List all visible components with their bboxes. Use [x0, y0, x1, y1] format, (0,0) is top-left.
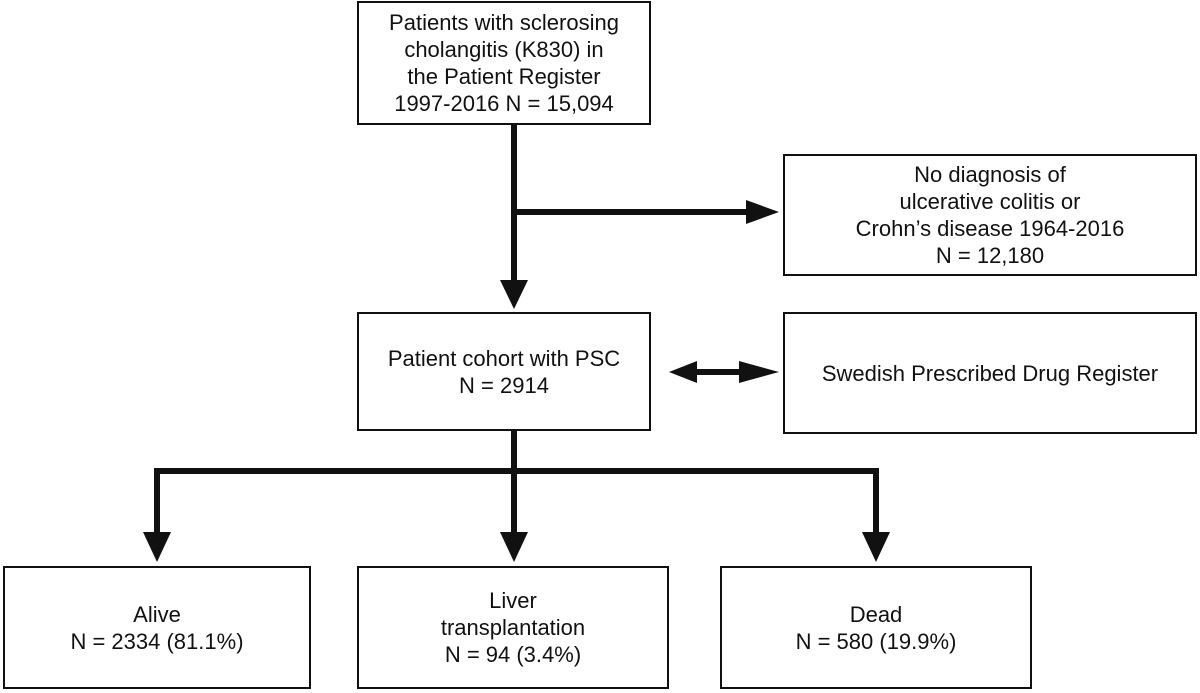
- alive-line-2: N = 2334 (81.1%): [70, 628, 244, 654]
- excluded-line-1: No diagnosis of: [914, 162, 1066, 187]
- arrowhead-cohort-left: [669, 361, 697, 383]
- arrowhead-dead: [862, 532, 890, 562]
- excluded-line-2: ulcerative colitis or: [899, 189, 1081, 214]
- source-line-3: the Patient Register: [407, 64, 601, 89]
- liver-line-3: N = 94 (3.4%): [444, 642, 582, 667]
- source-line-4: 1997-2016 N = 15,094: [394, 91, 614, 116]
- excluded-line-3: Crohn’s disease 1964-2016: [855, 216, 1125, 241]
- arrowhead-excluded: [746, 200, 779, 224]
- excluded-box: No diagnosis of ulcerative colitis or Cr…: [783, 154, 1197, 276]
- liver-line-1: Liver: [489, 588, 537, 613]
- dead-line-2: N = 580 (19.9%): [795, 628, 957, 654]
- liver-line-2: transplantation: [440, 615, 586, 640]
- liver-transplantation-box: Liver transplantation N = 94 (3.4%): [357, 566, 669, 689]
- cohort-line-2: N = 2914: [459, 372, 549, 398]
- source-line-2: cholangitis (K830) in: [404, 37, 604, 62]
- drug-register-box: Swedish Prescribed Drug Register: [783, 312, 1197, 434]
- psc-cohort-box: Patient cohort with PSC N = 2914: [357, 312, 651, 431]
- arrowhead-alive: [143, 532, 171, 562]
- drug-register-line-1: Swedish Prescribed Drug Register: [821, 360, 1159, 386]
- arrowhead-liver-transplantation: [500, 532, 528, 562]
- source-line-1: Patients with sclerosing: [389, 10, 619, 35]
- source-population-box: Patients with sclerosing cholangitis (K8…: [357, 1, 651, 125]
- dead-box: Dead N = 580 (19.9%): [720, 566, 1032, 689]
- arrowhead-cohort: [500, 280, 528, 309]
- alive-line-1: Alive: [133, 601, 181, 627]
- arrowhead-drug-register-right: [739, 361, 779, 383]
- alive-box: Alive N = 2334 (81.1%): [3, 566, 311, 689]
- excluded-line-4: N = 12,180: [935, 243, 1045, 268]
- cohort-line-1: Patient cohort with PSC: [387, 345, 621, 371]
- dead-line-1: Dead: [849, 601, 903, 627]
